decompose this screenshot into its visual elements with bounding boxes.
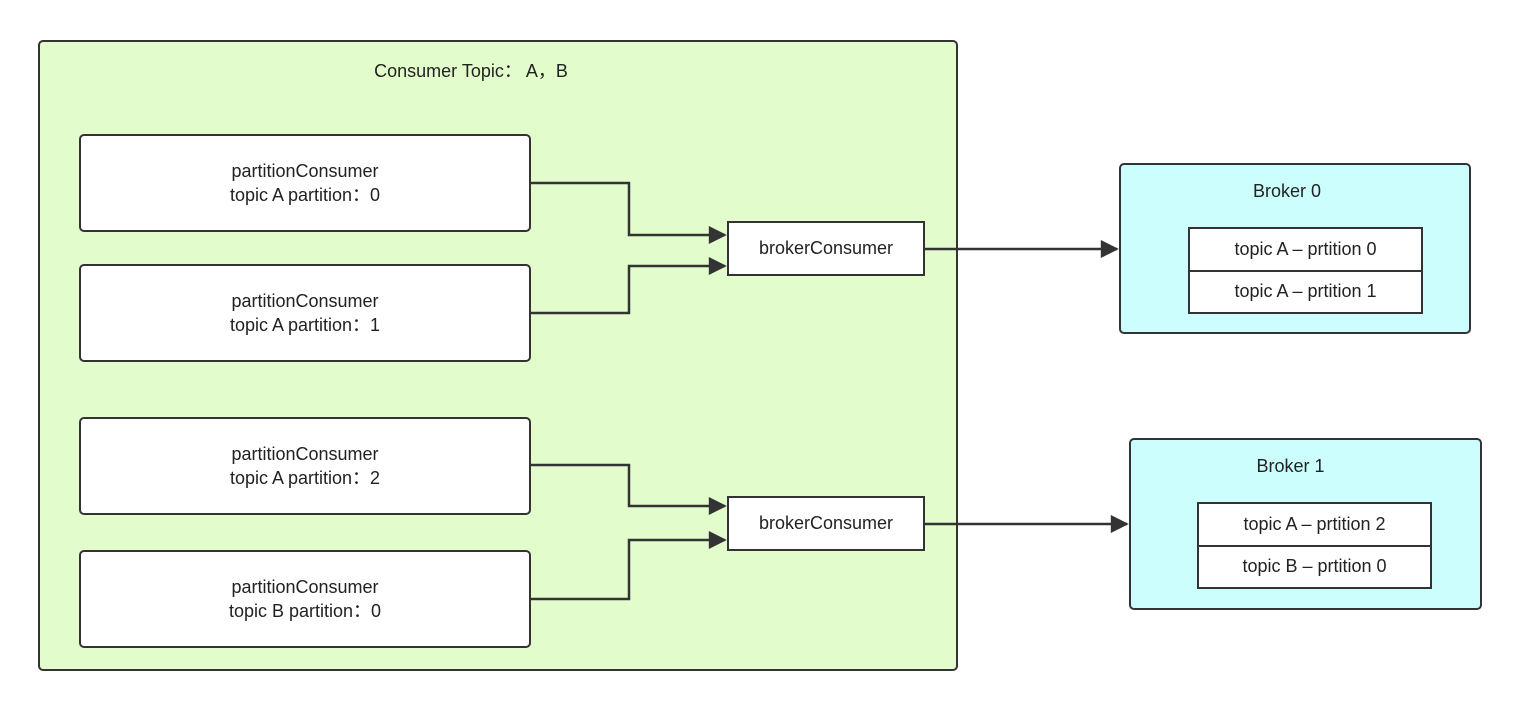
partition-consumer-detail: topic A partition：1 [229,315,381,335]
partition-row: topic B – prtition 0 [1199,544,1430,588]
broker-1-title: Broker 1 [1256,456,1325,476]
partition-consumer-a0: partitionConsumer topic A partition：0 [79,134,531,232]
partition-consumer-detail: topic B partition：0 [228,601,382,621]
partition-row: topic A – prtition 2 [1243,513,1386,534]
partition-consumer-name: partitionConsumer [231,444,379,464]
partition-row: topic A – prtition 0 [1234,238,1377,259]
broker-1-partition-table: topic A – prtition 2 topic B – prtition … [1197,502,1432,589]
partition-row: topic A – prtition 1 [1190,269,1421,313]
partition-consumer-detail: topic A partition：2 [229,468,381,488]
partition-consumer-name: partitionConsumer [231,161,379,181]
consumer-group-title: Consumer Topic： A，B [374,61,568,81]
broker-0-partition-table: topic A – prtition 0 topic A – prtition … [1188,227,1423,314]
partition-consumer-b0: partitionConsumer topic B partition：0 [79,550,531,648]
broker-consumer-0: brokerConsumer [727,221,925,276]
partition-consumer-name: partitionConsumer [231,577,379,597]
partition-consumer-detail: topic A partition：0 [229,185,381,205]
partition-consumer-name: partitionConsumer [231,291,379,311]
partition-consumer-a1: partitionConsumer topic A partition：1 [79,264,531,362]
broker-consumer-1: brokerConsumer [727,496,925,551]
partition-consumer-a2: partitionConsumer topic A partition：2 [79,417,531,515]
broker-0-title: Broker 0 [1252,181,1322,201]
